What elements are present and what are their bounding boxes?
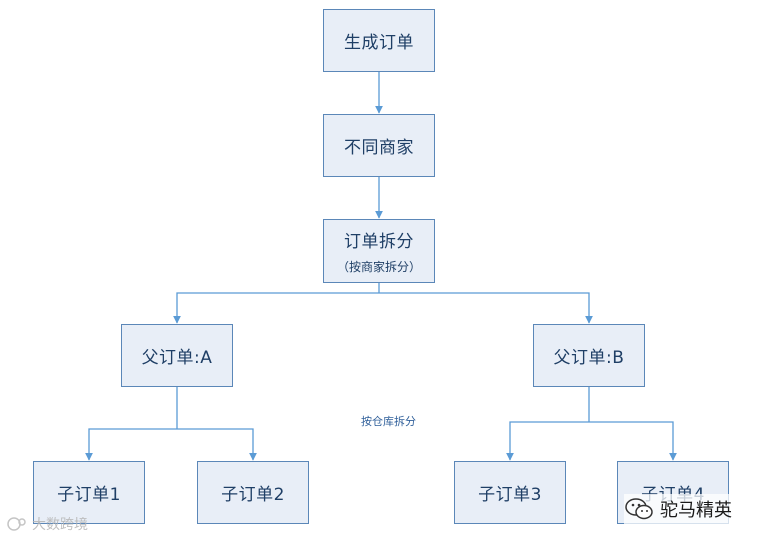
edge-parentA-child2: [177, 428, 257, 461]
node-label: 子订单3: [478, 485, 542, 505]
watermark-logo-icon: [7, 517, 26, 531]
node-label: 生成订单: [344, 33, 414, 53]
node-label: 不同商家: [344, 138, 414, 158]
edge-parentA-child1: [85, 428, 177, 461]
node-child-order-1: 子订单1: [33, 461, 145, 524]
watermark-right-text: 驼马精英: [660, 500, 732, 521]
node-label: 订单拆分: [344, 232, 414, 252]
node-generate-order: 生成订单: [323, 9, 435, 72]
watermark-right: 驼马精英: [624, 494, 756, 524]
node-child-order-3: 子订单3: [454, 461, 566, 524]
node-sublabel: （按商家拆分）: [336, 260, 421, 274]
edge-parentB-child4: [589, 421, 677, 461]
watermark-left-text: 大数跨境: [32, 517, 88, 533]
node-different-merchants: 不同商家: [323, 114, 435, 177]
edge-split-parentB: [379, 292, 593, 324]
wechat-icon: [625, 498, 653, 520]
node-parent-order-a: 父订单:A: [121, 324, 233, 387]
node-label: 子订单2: [221, 485, 285, 505]
node-label: 父订单:B: [553, 348, 625, 368]
node-label: 子订单1: [57, 485, 121, 505]
node-order-split: 订单拆分 （按商家拆分）: [323, 219, 435, 283]
node-parent-order-b: 父订单:B: [533, 324, 645, 387]
node-label: 父订单:A: [141, 348, 213, 368]
node-child-order-2: 子订单2: [197, 461, 309, 524]
edge-label-split-by-warehouse: 按仓库拆分: [361, 415, 416, 428]
edge-parentB-child3: [506, 421, 589, 461]
edge-split-parentA: [173, 292, 379, 324]
watermark-left: 大数跨境: [6, 514, 88, 534]
